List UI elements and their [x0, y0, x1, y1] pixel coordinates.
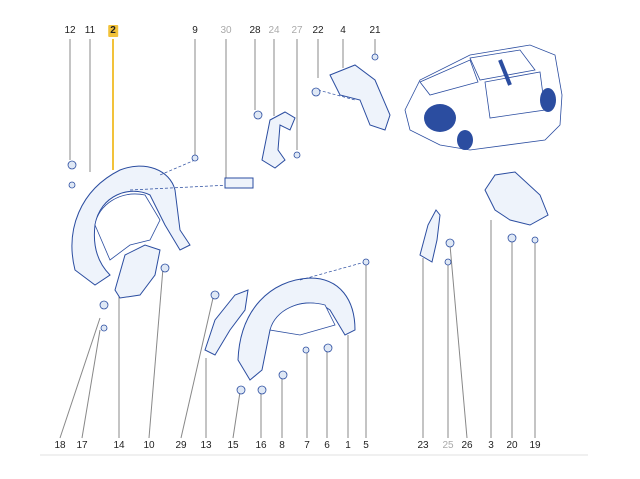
part-label-14[interactable]: 14 — [113, 440, 125, 451]
leader-line-15 — [232, 391, 241, 439]
part-label-23[interactable]: 23 — [417, 440, 429, 451]
part-label-9[interactable]: 9 — [192, 25, 198, 36]
part-label-25[interactable]: 25 — [442, 440, 454, 451]
leader-line-17 — [81, 329, 101, 439]
leader-line-10 — [148, 267, 164, 439]
foam-block-30 — [224, 177, 254, 189]
part-label-21[interactable]: 21 — [369, 25, 381, 36]
part-label-8[interactable]: 8 — [279, 440, 285, 451]
part-label-24[interactable]: 24 — [268, 25, 280, 36]
part-label-16[interactable]: 16 — [255, 440, 267, 451]
part-label-1[interactable]: 1 — [345, 440, 351, 451]
part-label-7[interactable]: 7 — [304, 440, 310, 451]
deflector-4 — [317, 64, 391, 131]
leader-line-29 — [180, 297, 214, 439]
fasteners — [67, 53, 539, 395]
part-label-26[interactable]: 26 — [461, 440, 473, 451]
part-label-28[interactable]: 28 — [249, 25, 261, 36]
bracket-14 — [114, 244, 161, 299]
part-label-29[interactable]: 29 — [175, 440, 187, 451]
part-label-27[interactable]: 27 — [291, 25, 303, 36]
wheel-arch-liner-front — [71, 159, 231, 286]
leader-lines — [59, 39, 536, 439]
part-label-12[interactable]: 12 — [64, 25, 76, 36]
part-label-5[interactable]: 5 — [363, 440, 369, 451]
part-label-13[interactable]: 13 — [200, 440, 212, 451]
part-label-18[interactable]: 18 — [54, 440, 66, 451]
bracket-24 — [261, 111, 296, 169]
part-label-11[interactable]: 11 — [84, 25, 96, 36]
bracket-23 — [419, 209, 441, 263]
part-label-4[interactable]: 4 — [340, 25, 346, 36]
bracket-13 — [204, 289, 249, 356]
part-label-10[interactable]: 10 — [143, 440, 155, 451]
part-label-17[interactable]: 17 — [76, 440, 88, 451]
part-label-6[interactable]: 6 — [324, 440, 330, 451]
mudflap-3 — [484, 171, 549, 226]
part-label-2[interactable]: 2 — [108, 25, 118, 37]
leader-line-18 — [59, 317, 101, 439]
car-illustration — [404, 44, 563, 151]
part-label-15[interactable]: 15 — [227, 440, 239, 451]
part-label-30[interactable]: 30 — [220, 25, 232, 36]
leader-line-26 — [449, 244, 468, 439]
part-label-19[interactable]: 19 — [529, 440, 541, 451]
part-label-20[interactable]: 20 — [506, 440, 518, 451]
part-label-3[interactable]: 3 — [488, 440, 494, 451]
wheel-arch-liner-rear — [237, 261, 366, 381]
part-label-22[interactable]: 22 — [312, 25, 324, 36]
